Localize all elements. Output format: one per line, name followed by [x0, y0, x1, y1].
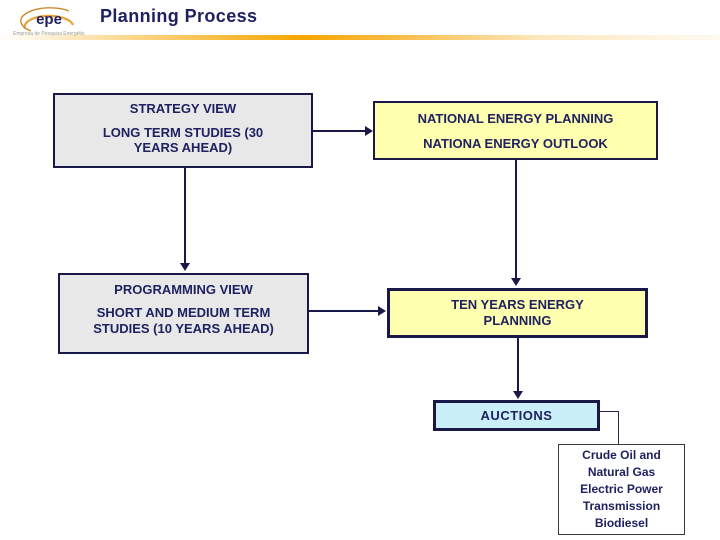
arrowhead-right-icon [365, 126, 373, 136]
auctions-box: AUCTIONS [433, 400, 600, 431]
sector-line: Electric Power [580, 482, 663, 496]
connector-strategy-to-programming [184, 168, 186, 264]
ten-years-energy-planning-label: TEN YEARS ENERGY PLANNING [451, 297, 584, 328]
sector-line: Crude Oil and [582, 448, 661, 462]
national-energy-planning-box: NATIONAL ENERGY PLANNING NATIONA ENERGY … [373, 101, 658, 160]
strategy-view-heading: STRATEGY VIEW [129, 101, 237, 116]
connector-national-to-tenyears [515, 160, 517, 279]
programming-view-heading: PROGRAMMING VIEW [114, 282, 253, 297]
title-underline-bar [0, 35, 720, 40]
arrowhead-right-icon [378, 306, 386, 316]
strategy-view-box: STRATEGY VIEW LONG TERM STUDIES (30 YEAR… [53, 93, 313, 168]
connector-auctions-to-sectors-v [618, 411, 619, 444]
strategy-view-body: LONG TERM STUDIES (30 YEARS AHEAD) [102, 125, 264, 155]
arrowhead-down-icon [513, 391, 523, 399]
page-title: Planning Process [100, 6, 258, 26]
logo-text: epe [36, 11, 62, 28]
national-energy-planning-label: NATIONAL ENERGY PLANNING [417, 111, 614, 126]
connector-strategy-to-national [313, 130, 366, 132]
arrowhead-down-icon [180, 263, 190, 271]
ten-years-energy-planning-box: TEN YEARS ENERGY PLANNING [387, 288, 648, 338]
national-energy-outlook-label: NATIONA ENERGY OUTLOOK [423, 136, 608, 151]
sector-line: Biodiesel [594, 516, 649, 530]
logo-tagline: Empresa de Pesquisa Energética [13, 31, 85, 37]
arrowhead-down-icon [511, 278, 521, 286]
programming-view-body: SHORT AND MEDIUM TERM STUDIES (10 YEARS … [93, 305, 274, 336]
sector-line: Transmission [582, 499, 661, 513]
programming-view-box: PROGRAMMING VIEW SHORT AND MEDIUM TERM S… [58, 273, 309, 354]
sectors-box: Crude Oil and Natural Gas Electric Power… [558, 444, 685, 535]
connector-programming-to-tenyears [309, 310, 378, 312]
auctions-label: AUCTIONS [480, 408, 553, 423]
connector-auctions-to-sectors-h [600, 411, 619, 412]
connector-tenyears-to-auctions [517, 338, 519, 392]
sector-line: Natural Gas [587, 465, 656, 479]
epe-logo-icon: epe [15, 4, 83, 34]
